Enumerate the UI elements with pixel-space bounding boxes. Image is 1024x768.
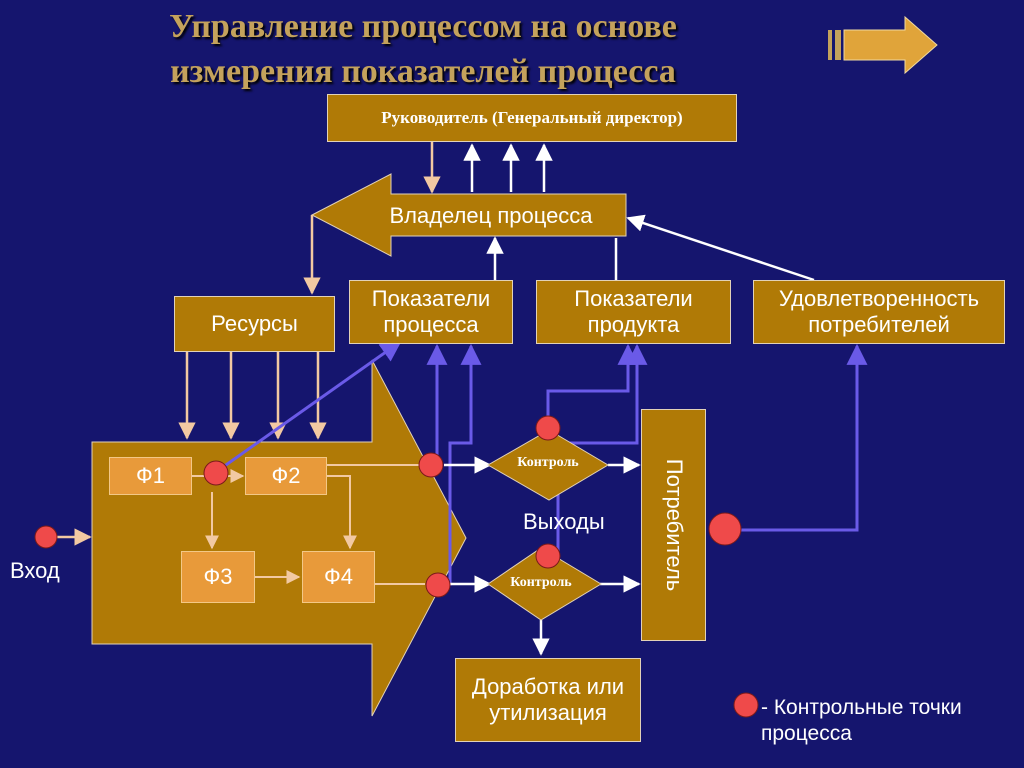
control-point-output-upper	[418, 452, 444, 478]
function-f3: Ф3	[181, 551, 255, 603]
legend-text: - Контрольные точки процесса	[761, 695, 962, 747]
control-point-control-lower	[535, 543, 561, 569]
control-diamond-lower	[487, 547, 602, 621]
double-bar-right-arrow-icon[interactable]	[828, 15, 938, 75]
control-point-f1	[203, 460, 229, 486]
control-point-control-upper	[535, 415, 561, 441]
function-f4: Ф4	[302, 551, 375, 603]
control-point-consumer	[708, 512, 742, 546]
title-line-1: Управление процессом на основе	[169, 8, 677, 45]
function-f2: Ф2	[245, 457, 327, 495]
page-title: Управление процессом на основе измерения…	[98, 4, 748, 94]
legend-control-point	[733, 692, 759, 718]
control-point-input	[34, 525, 58, 549]
consumer-label: Потребитель	[661, 458, 687, 592]
function-f1: Ф1	[109, 457, 192, 495]
satisfaction-box: Удовлетворенность потребителей	[753, 280, 1005, 344]
director-box: Руководитель (Генеральный директор)	[327, 94, 737, 142]
legend-line-1: - Контрольные точки	[761, 696, 962, 719]
control-label-lower: Контроль	[510, 575, 572, 590]
process-owner-label: Владелец процесса	[389, 203, 593, 228]
process-metrics-box: Показатели процесса	[349, 280, 513, 344]
product-metrics-box: Показатели продукта	[536, 280, 731, 344]
consumer-box: Потребитель	[641, 409, 706, 641]
control-point-output-lower	[425, 572, 451, 598]
outputs-label: Выходы	[523, 509, 605, 534]
process-body-arrow	[91, 359, 467, 717]
control-label-upper: Контроль	[517, 455, 579, 470]
resources-box: Ресурсы	[174, 296, 335, 352]
input-label: Вход	[10, 558, 60, 583]
rework-box: Доработка или утилизация	[455, 658, 641, 742]
process-owner-arrow	[310, 173, 627, 257]
title-line-2: измерения показателей процесса	[170, 53, 676, 90]
control-diamond-upper	[486, 429, 609, 501]
legend-line-2: процесса	[761, 722, 852, 745]
